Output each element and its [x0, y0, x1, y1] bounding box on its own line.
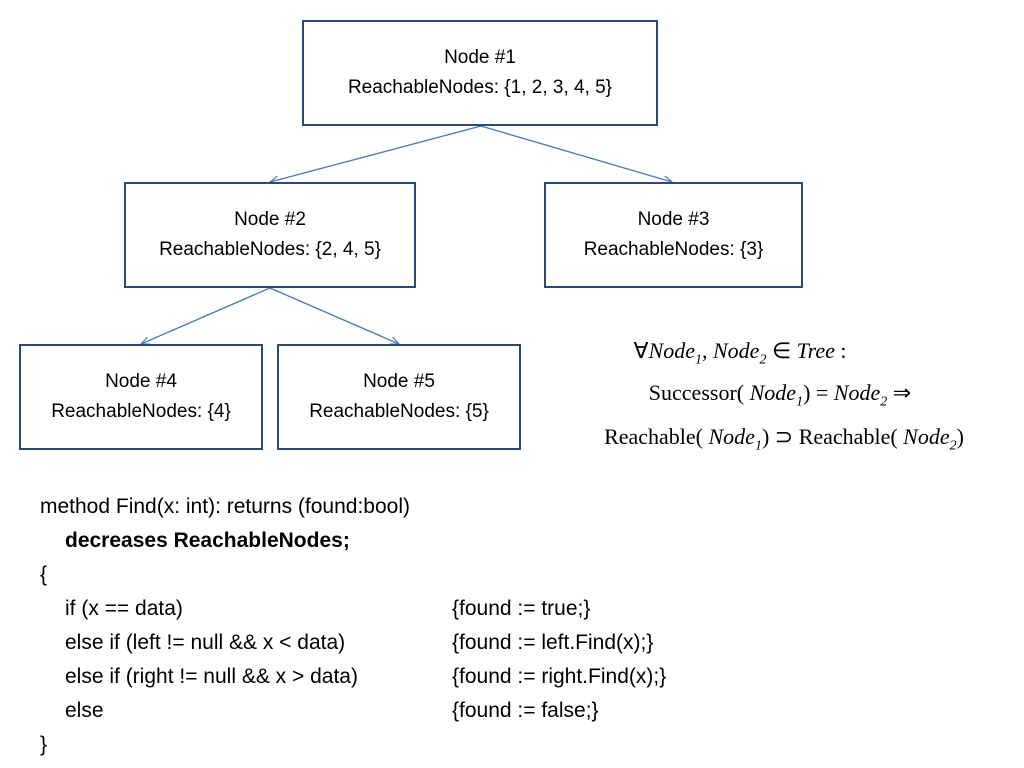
node-1-title: Node #1: [444, 47, 516, 68]
open-brace: {: [40, 563, 48, 586]
edge-1-2: [270, 125, 482, 182]
node-4-reachable: ReachableNodes: {4}: [51, 401, 231, 422]
sub-1: 1: [796, 394, 804, 410]
code-line-3-cond: else if (right != null && x > data): [65, 665, 358, 688]
code-line-4-cond: else: [65, 699, 104, 722]
comma: ,: [701, 338, 708, 363]
node-1-reachable: ReachableNodes: {1, 2, 3, 4, 5}: [347, 77, 613, 98]
element-of-symbol: ∈: [771, 338, 792, 363]
code-line-2-action: {found := left.Find(x);}: [452, 631, 654, 654]
implies-symbol: ⇒: [892, 380, 912, 405]
formula-line-3: Reachable( Node1) ⊃ Reachable( Node2): [534, 424, 1024, 454]
edge-2-5: [269, 287, 399, 344]
node-3: Node #3 ReachableNodes: {3}: [544, 182, 803, 288]
node2-var: Node: [833, 380, 881, 405]
reachable-fn-2: Reachable(: [798, 424, 898, 449]
code-line-1-cond: if (x == data): [65, 597, 183, 620]
signature-text: method Find(x: int): returns (found:bool…: [40, 495, 411, 518]
tree-var: Tree: [796, 338, 835, 363]
close-paren: ): [803, 380, 811, 405]
sub-1: 1: [694, 352, 702, 368]
node-4-title: Node #4: [105, 371, 177, 392]
node-1: Node #1 ReachableNodes: {1, 2, 3, 4, 5}: [302, 20, 658, 126]
node-5-reachable: ReachableNodes: {5}: [309, 401, 489, 422]
reachable-fn-1: Reachable(: [604, 424, 703, 449]
edge-1-3: [480, 125, 672, 182]
node-2-title: Node #2: [234, 209, 306, 230]
node1-var: Node: [749, 380, 797, 405]
superset-symbol: ⊃: [774, 424, 794, 449]
sub-2: 2: [949, 438, 957, 454]
sub-1: 1: [754, 438, 762, 454]
successor-fn: Successor(: [648, 380, 745, 405]
close-paren: ): [761, 424, 770, 449]
close-paren: ): [956, 424, 964, 449]
sub-2: 2: [880, 394, 888, 410]
node-2: Node #2 ReachableNodes: {2, 4, 5}: [124, 182, 416, 288]
close-brace: }: [40, 733, 48, 756]
node1-var: Node: [648, 338, 695, 363]
node-4: Node #4 ReachableNodes: {4}: [19, 344, 263, 450]
node-3-reachable: ReachableNodes: {3}: [583, 239, 764, 260]
node2-var: Node: [903, 424, 950, 449]
sub-2: 2: [759, 352, 767, 368]
node-5: Node #5 ReachableNodes: {5}: [277, 344, 521, 450]
equals-symbol: =: [815, 380, 829, 405]
code-line-3-action: {found := right.Find(x);}: [452, 665, 667, 688]
node1-var: Node: [708, 424, 755, 449]
node-5-title: Node #5: [363, 371, 435, 392]
formula-line-2: Successor( Node1) = Node2 ⇒: [530, 380, 1024, 410]
decreases-text: decreases ReachableNodes;: [65, 529, 350, 552]
forall-symbol: ∀: [633, 338, 649, 363]
code-line-2-cond: else if (left != null && x < data): [65, 631, 346, 654]
node-2-reachable: ReachableNodes: {2, 4, 5}: [159, 239, 381, 260]
colon: :: [840, 338, 847, 363]
node-3-title: Node #3: [637, 209, 710, 230]
node2-var: Node: [712, 338, 760, 363]
code-line-4-action: {found := false;}: [452, 699, 599, 722]
formula-line-1: ∀Node1, Node2 ∈ Tree :: [490, 338, 990, 368]
edge-2-4: [141, 287, 271, 344]
code-line-1-action: {found := true;}: [452, 597, 591, 620]
